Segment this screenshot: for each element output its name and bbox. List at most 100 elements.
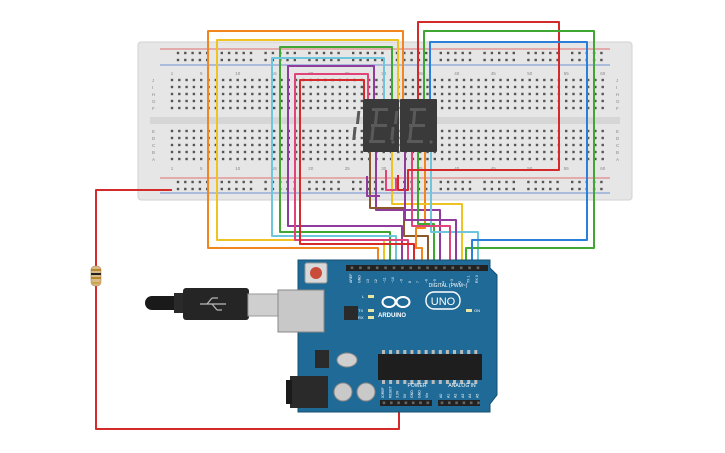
breadboard-hole[interactable] [251, 99, 254, 103]
breadboard-hole[interactable] [543, 85, 546, 89]
header-pin[interactable] [401, 266, 404, 270]
breadboard-hole[interactable] [236, 106, 239, 110]
breadboard-hole[interactable] [477, 136, 480, 140]
breadboard-hole[interactable] [448, 99, 451, 103]
breadboard-hole[interactable] [280, 99, 283, 103]
breadboard-hole[interactable] [353, 92, 356, 96]
breadboard-hole[interactable] [375, 92, 378, 96]
header-pin[interactable] [468, 266, 471, 270]
breadboard-hole[interactable] [506, 150, 509, 154]
breadboard-hole[interactable] [200, 99, 203, 103]
breadboard-hole[interactable] [440, 129, 444, 133]
rail-hole[interactable] [359, 51, 362, 55]
breadboard-hole[interactable] [192, 157, 196, 161]
breadboard-hole[interactable] [521, 150, 524, 154]
breadboard-hole[interactable] [462, 129, 466, 133]
rail-hole[interactable] [541, 180, 545, 184]
breadboard-hole[interactable] [353, 106, 356, 110]
breadboard-hole[interactable] [419, 78, 422, 82]
breadboard-hole[interactable] [324, 143, 327, 147]
breadboard-hole[interactable] [178, 92, 181, 96]
breadboard-hole[interactable] [316, 150, 320, 154]
rail-hole[interactable] [512, 58, 515, 62]
header-pin[interactable] [392, 266, 396, 270]
breadboard-hole[interactable] [331, 136, 334, 140]
breadboard-hole[interactable] [594, 85, 597, 89]
breadboard-hole[interactable] [192, 143, 196, 147]
breadboard-hole[interactable] [309, 85, 312, 89]
rail-hole[interactable] [235, 180, 238, 184]
breadboard-hole[interactable] [579, 136, 582, 140]
breadboard-hole[interactable] [302, 92, 305, 96]
breadboard-hole[interactable] [477, 92, 480, 96]
breadboard-hole[interactable] [601, 106, 604, 110]
rail-hole[interactable] [227, 51, 231, 55]
rail-hole[interactable] [227, 58, 231, 62]
breadboard-hole[interactable] [528, 78, 531, 82]
breadboard-hole[interactable] [309, 143, 312, 147]
breadboard-hole[interactable] [535, 99, 539, 103]
breadboard-hole[interactable] [528, 85, 531, 89]
breadboard-hole[interactable] [586, 99, 590, 103]
breadboard-hole[interactable] [170, 136, 174, 140]
breadboard-hole[interactable] [397, 157, 400, 161]
breadboard-hole[interactable] [543, 157, 546, 161]
breadboard-hole[interactable] [192, 92, 196, 96]
rail-hole[interactable] [498, 187, 501, 191]
breadboard-hole[interactable] [455, 143, 458, 147]
breadboard-hole[interactable] [565, 99, 568, 103]
breadboard-hole[interactable] [565, 136, 568, 140]
breadboard-hole[interactable] [535, 78, 539, 82]
breadboard-hole[interactable] [513, 136, 517, 140]
rail-hole[interactable] [541, 51, 545, 55]
rail-hole[interactable] [352, 51, 355, 55]
breadboard-hole[interactable] [243, 78, 247, 82]
breadboard-hole[interactable] [543, 136, 546, 140]
rail-hole[interactable] [498, 51, 501, 55]
breadboard-hole[interactable] [273, 150, 276, 154]
breadboard-hole[interactable] [185, 157, 188, 161]
breadboard-hole[interactable] [214, 129, 217, 133]
rail-hole[interactable] [483, 51, 486, 55]
rail-hole[interactable] [403, 51, 406, 55]
rail-hole[interactable] [249, 187, 253, 191]
rail-hole[interactable] [366, 51, 369, 55]
rail-hole[interactable] [446, 51, 450, 55]
header-pin[interactable] [434, 266, 438, 270]
breadboard-hole[interactable] [200, 106, 203, 110]
breadboard-hole[interactable] [214, 136, 217, 140]
breadboard-hole[interactable] [601, 157, 604, 161]
rail-hole[interactable] [446, 180, 450, 184]
breadboard-holes[interactable] [170, 51, 604, 191]
rail-hole[interactable] [184, 187, 187, 191]
breadboard-hole[interactable] [273, 99, 276, 103]
rail-hole[interactable] [483, 58, 486, 62]
breadboard-hole[interactable] [258, 78, 261, 82]
rail-hole[interactable] [198, 187, 202, 191]
rail-hole[interactable] [600, 180, 603, 184]
breadboard-hole[interactable] [338, 129, 342, 133]
breadboard-hole[interactable] [484, 78, 488, 82]
breadboard-hole[interactable] [550, 99, 553, 103]
breadboard-hole[interactable] [170, 85, 174, 89]
breadboard-hole[interactable] [455, 157, 458, 161]
breadboard-hole[interactable] [470, 143, 473, 147]
breadboard-hole[interactable] [353, 150, 356, 154]
breadboard-hole[interactable] [221, 92, 225, 96]
breadboard-hole[interactable] [572, 99, 575, 103]
breadboard-hole[interactable] [192, 99, 196, 103]
breadboard-hole[interactable] [521, 129, 524, 133]
breadboard-hole[interactable] [243, 150, 247, 154]
rail-hole[interactable] [264, 51, 267, 55]
rail-hole[interactable] [198, 58, 202, 62]
seven-segment-display-1[interactable] [352, 99, 399, 152]
breadboard-hole[interactable] [375, 78, 378, 82]
rail-hole[interactable] [534, 58, 537, 62]
breadboard-hole[interactable] [214, 150, 217, 154]
rail-hole[interactable] [373, 51, 377, 55]
breadboard-hole[interactable] [170, 106, 174, 110]
breadboard-hole[interactable] [462, 99, 466, 103]
breadboard-hole[interactable] [448, 92, 451, 96]
rail-hole[interactable] [549, 180, 552, 184]
breadboard-hole[interactable] [499, 85, 502, 89]
